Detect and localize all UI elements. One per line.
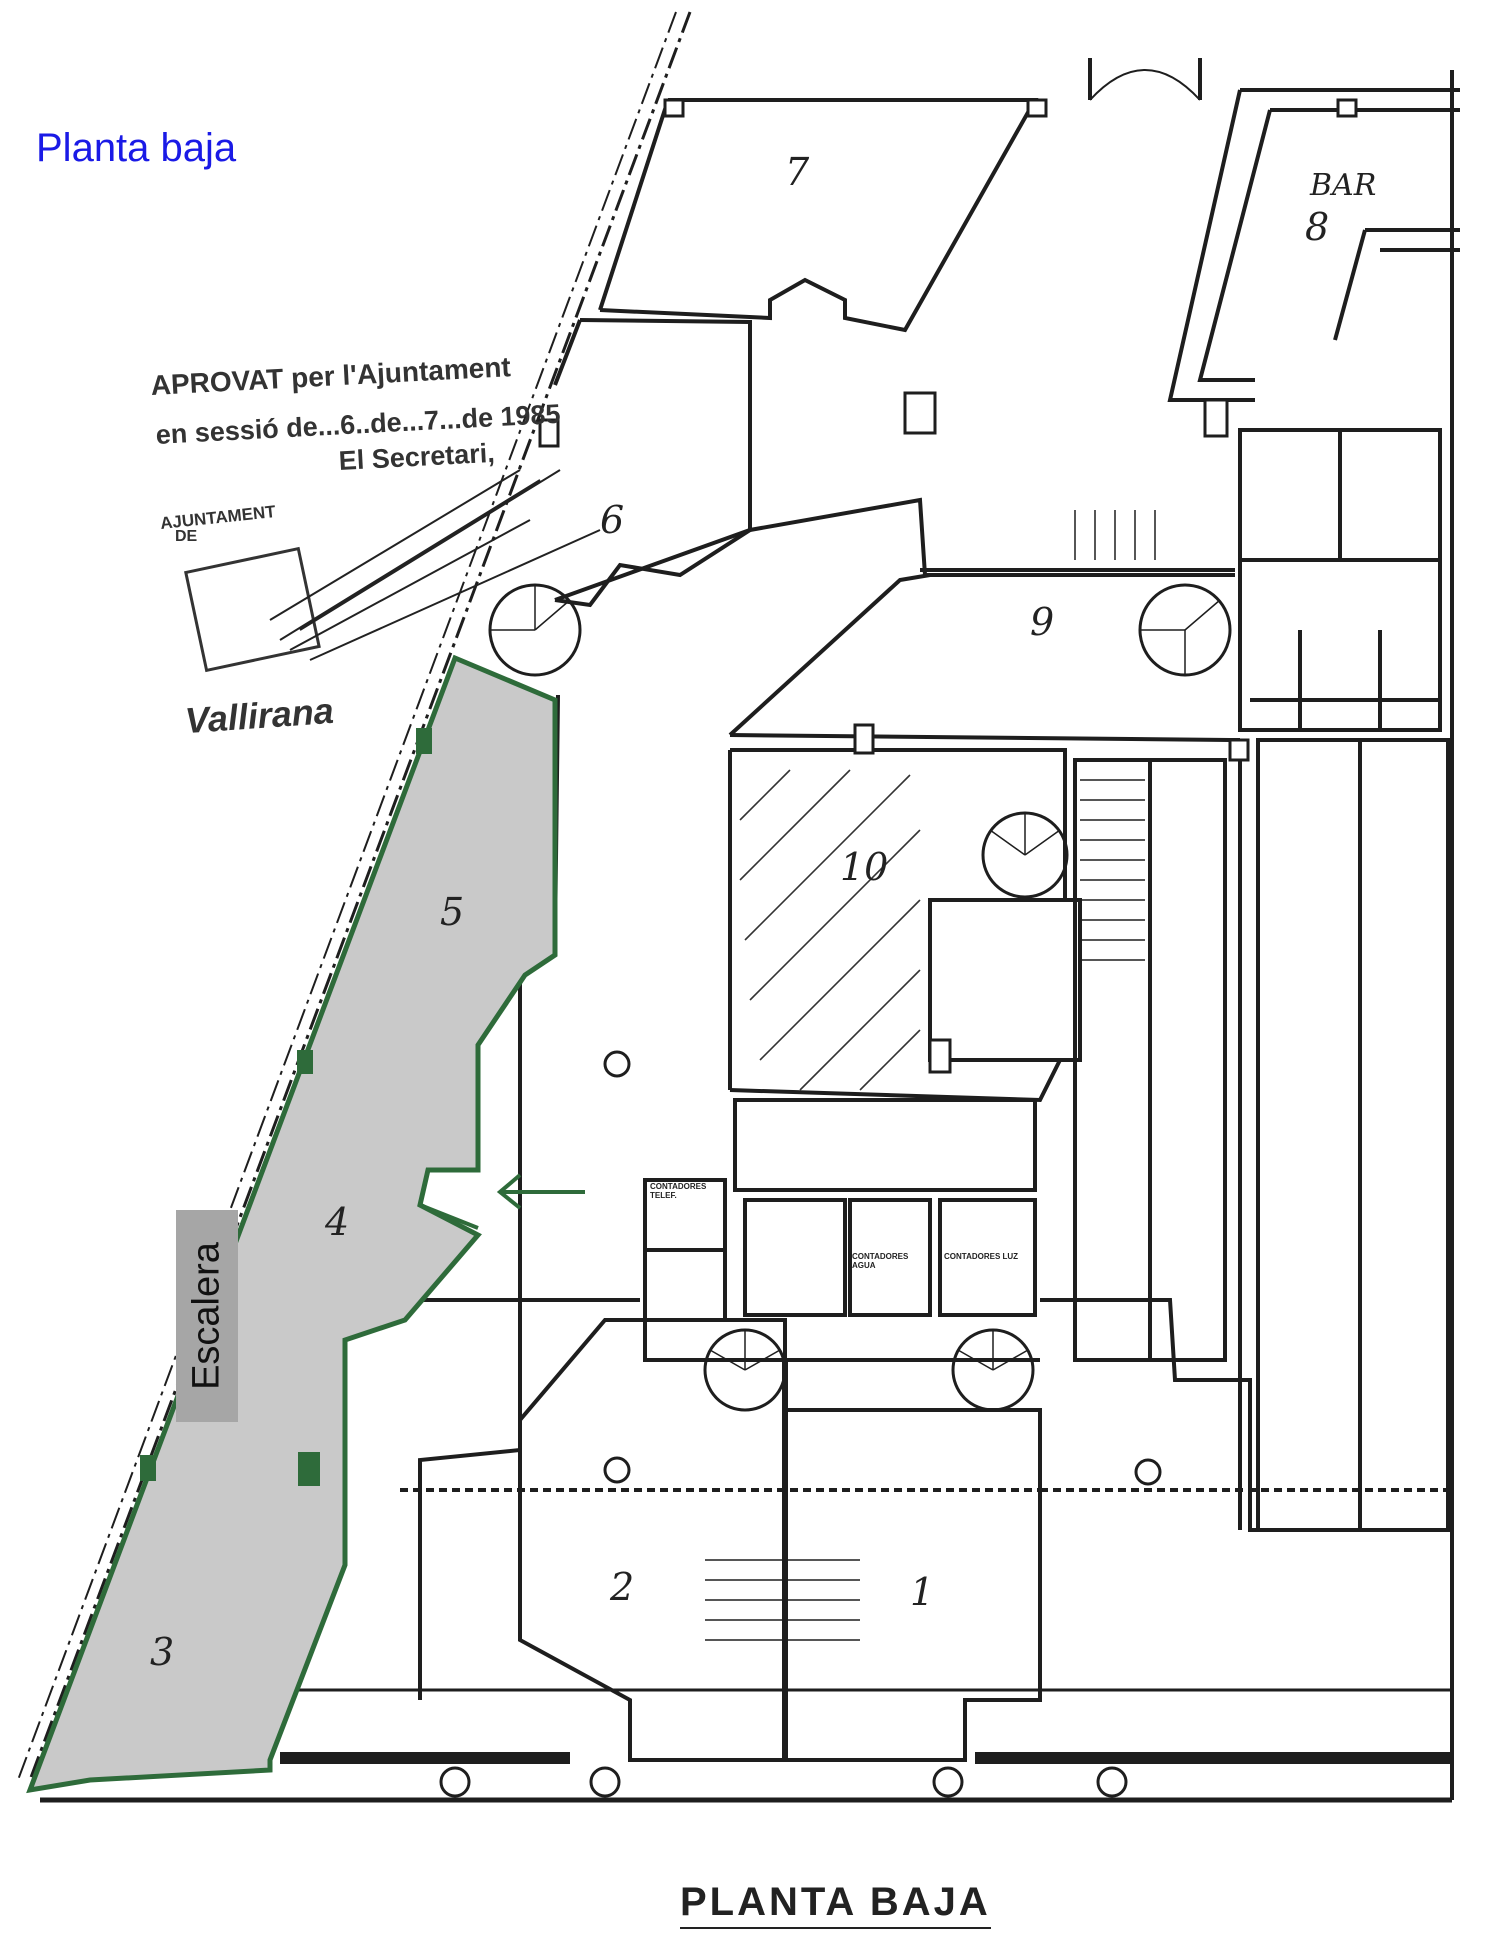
stair-label-box: Escalera (176, 1210, 238, 1422)
room-1-label: 1 (910, 1570, 935, 1614)
room-8-label: 8 (1305, 205, 1330, 249)
room-9-label: 9 (1030, 600, 1055, 644)
seal-box (184, 546, 321, 673)
room-2-label: 2 (610, 1565, 635, 1609)
room-3-label: 3 (150, 1630, 175, 1674)
room-7-label: 7 (785, 150, 810, 194)
highlighted-area (26, 654, 558, 1794)
room-5-label: 5 (440, 890, 465, 934)
green-arrow (496, 1173, 585, 1210)
room-4-label: 4 (325, 1200, 350, 1244)
property-boundary-line (28, 11, 692, 1781)
meters-luz-label: CONTADORES LUZ (944, 1252, 1019, 1261)
room-6-label: 6 (600, 498, 625, 542)
room-10-label: 10 (840, 845, 889, 889)
meters-telef-label: CONTADORES TELEF. (650, 1182, 707, 1200)
plan-title: PLANTA BAJA (680, 1880, 991, 1929)
seal-de: DE (175, 528, 198, 545)
corner-label: Planta baja (36, 126, 237, 170)
bar-label: BAR (1310, 168, 1377, 203)
stair-label: Escalera (185, 1242, 228, 1390)
meters-agua-label: CONTADORES AGUA (852, 1252, 909, 1270)
